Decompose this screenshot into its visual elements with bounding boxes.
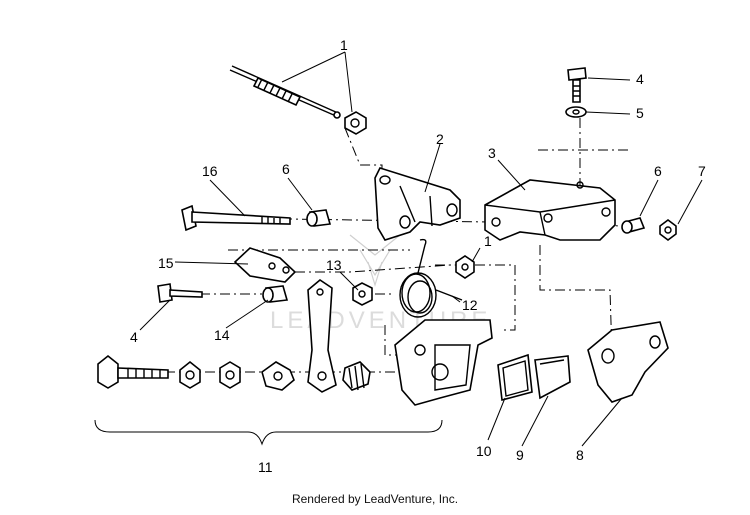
callout-16: 16: [202, 163, 218, 179]
part-bracket-2: [374, 167, 461, 241]
footer-credit: Rendered by LeadVenture, Inc.: [291, 492, 459, 506]
callout-2: 2: [436, 131, 444, 147]
callout-10: 10: [476, 443, 492, 459]
part-washer: [565, 106, 587, 118]
callout-15: 15: [158, 255, 174, 271]
callout-11: 11: [258, 459, 273, 475]
callout-6b: 6: [282, 161, 290, 177]
callout-6a: 6: [654, 163, 662, 179]
callout-1b: 1: [484, 233, 492, 249]
part-bracket-3: [484, 179, 616, 241]
part-lever: [307, 279, 337, 393]
callout-4b: 4: [130, 329, 138, 345]
part-spring: [399, 238, 463, 318]
callout-4a: 4: [636, 71, 644, 87]
part-bolt-left: [157, 283, 203, 303]
part-brake-pad-9: [534, 355, 571, 400]
part-cable: [229, 65, 341, 119]
part-bushing-14: [262, 285, 289, 303]
callout-3: 3: [488, 145, 496, 161]
callout-14: 14: [214, 327, 230, 343]
part-caliper: [394, 319, 493, 406]
part-nut-top: [344, 111, 367, 135]
callout-5: 5: [636, 105, 644, 121]
callout-13: 13: [326, 257, 342, 273]
part-nut-mid: [455, 255, 475, 279]
callout-labels: 1 2 3 4 5 6 7 16 6 1 15 13 12 4 14 10 9 …: [130, 37, 706, 475]
callout-12: 12: [462, 297, 478, 313]
callout-8: 8: [576, 447, 584, 463]
part-11-assembly: [97, 354, 371, 391]
callout-1a: 1: [340, 37, 348, 53]
part-clamp: [233, 247, 297, 283]
callout-7: 7: [698, 163, 706, 179]
part-mount-plate: [587, 321, 669, 403]
part-nut-right: [659, 219, 677, 241]
callout-9: 9: [516, 447, 524, 463]
leader-lines: [94, 51, 703, 447]
part-long-bolt: [181, 204, 291, 232]
part-brake-pad-10: [497, 353, 533, 402]
part-bushing-left: [306, 209, 332, 227]
part-bolt-top: [567, 67, 587, 103]
part-bushing-right: [621, 217, 646, 234]
part-nut-13: [352, 282, 373, 306]
